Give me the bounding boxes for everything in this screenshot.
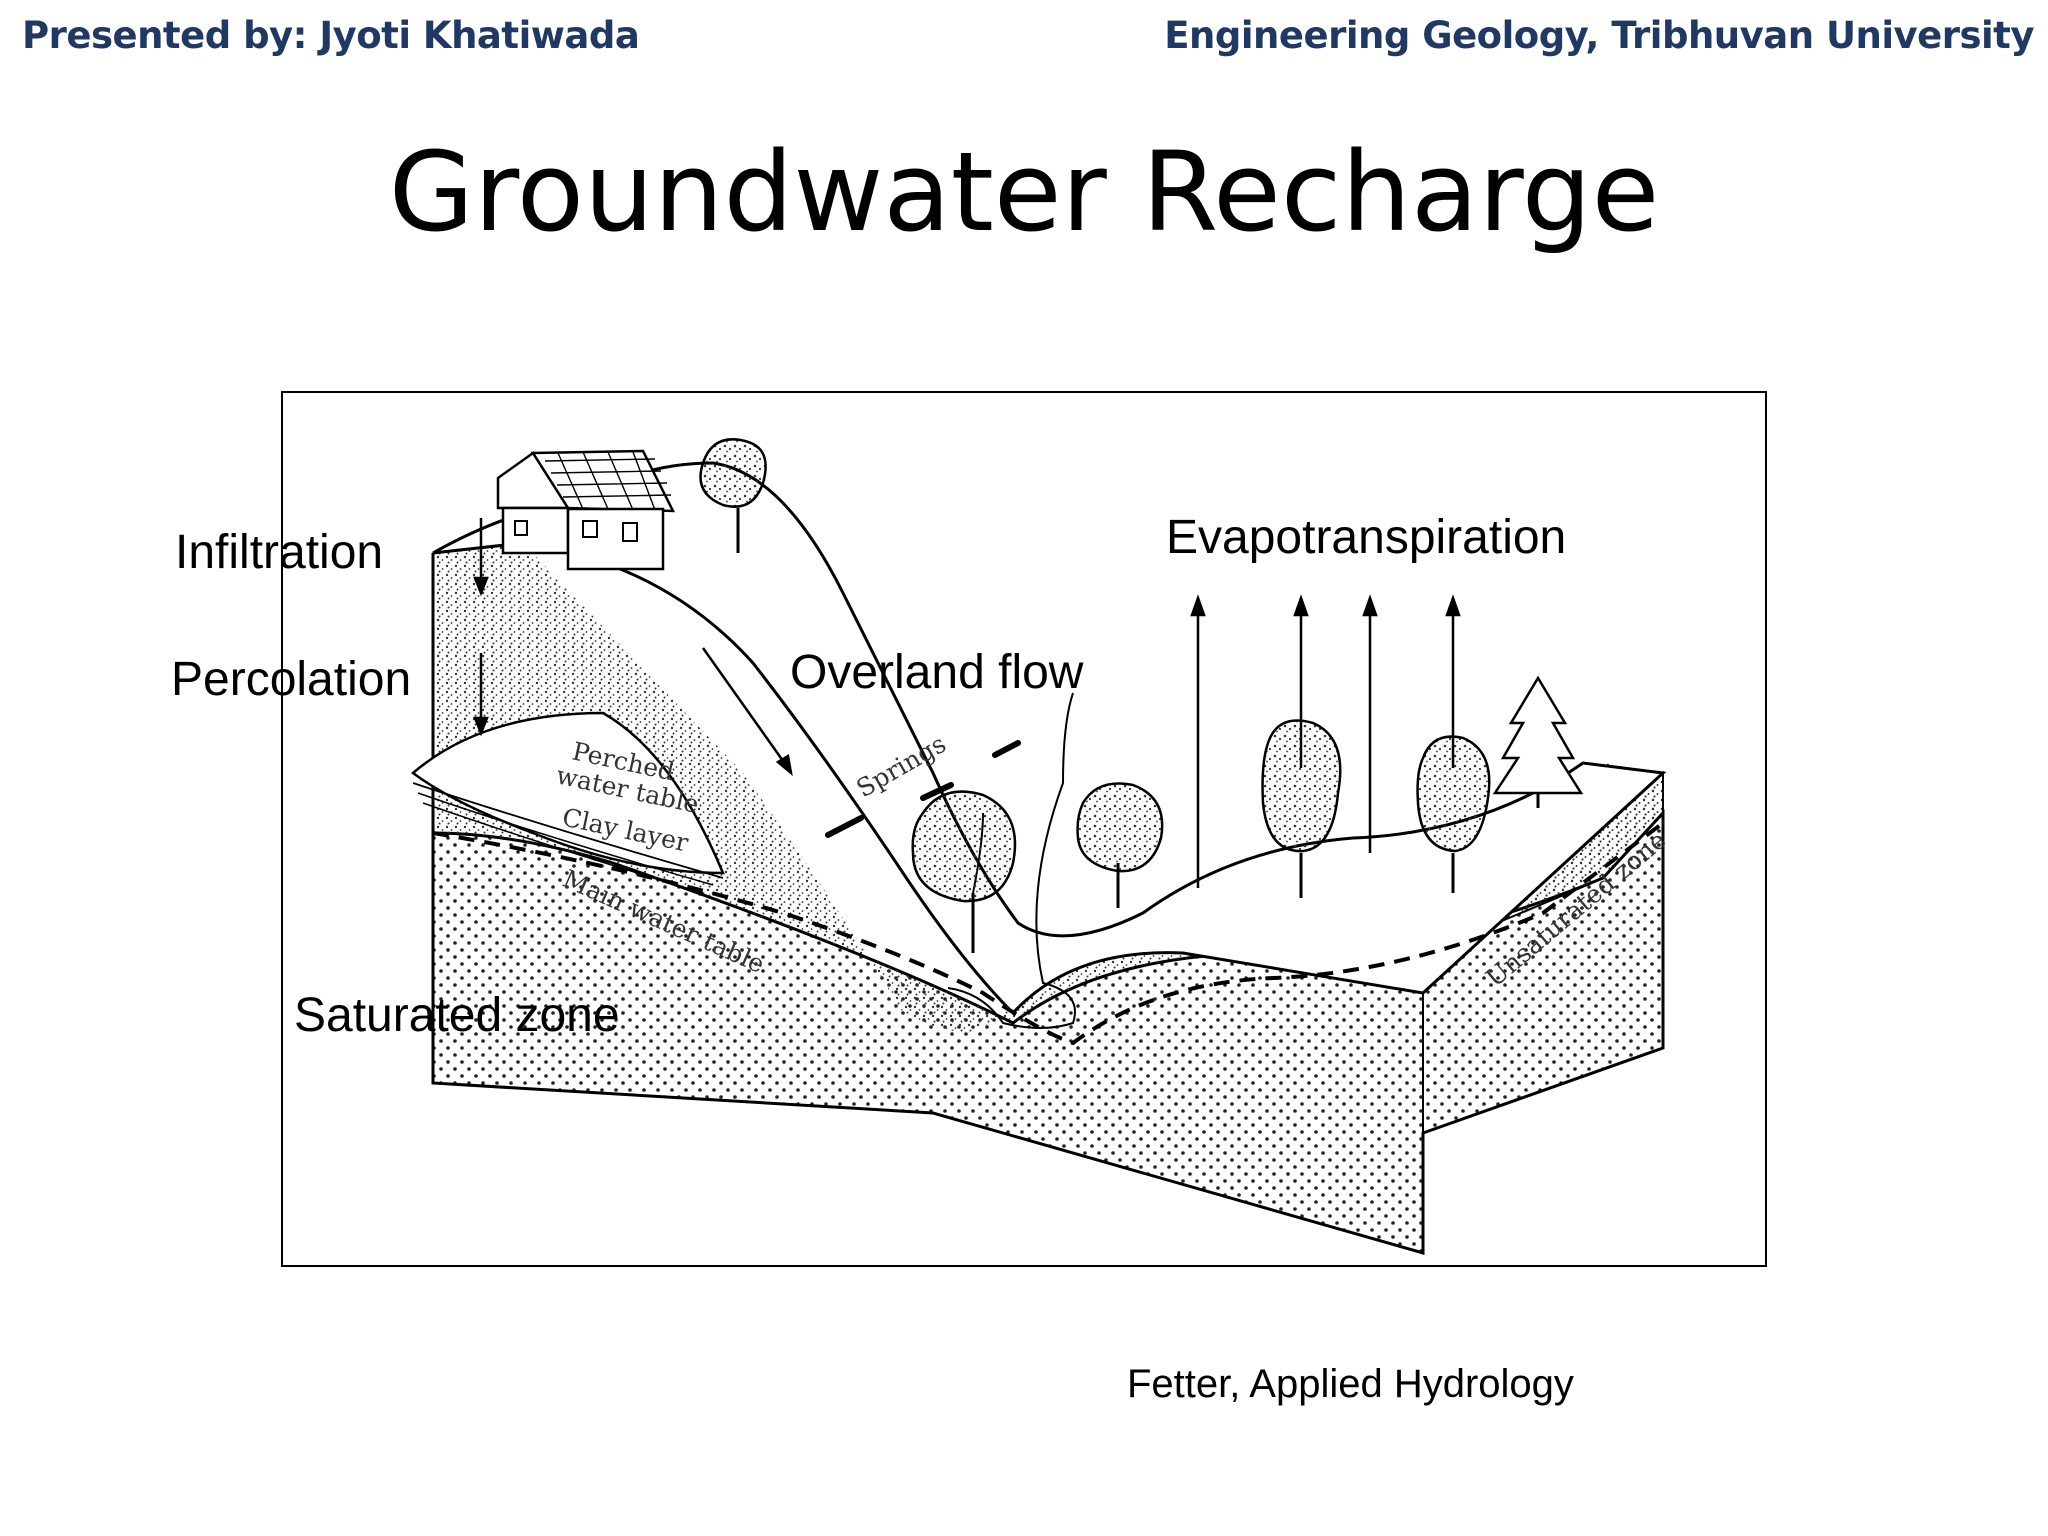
saturated-zone-label: Saturated zone [294, 989, 620, 1042]
stream-channel [947, 692, 1076, 1029]
overland-flow-label: Overland flow [790, 646, 1084, 699]
evapotranspiration-label: Evapotranspiration [1166, 511, 1567, 564]
springs-marks [825, 740, 1021, 838]
block-diagram-svg: Perched water table Clay layer Springs M… [411, 438, 1672, 1255]
tree-conifer [1492, 675, 1584, 808]
tree-valley-1 [1261, 719, 1342, 898]
presenter-header: Presented by: Jyoti Khatiwada [22, 14, 640, 57]
affiliation-header: Engineering Geology, Tribhuvan Universit… [1164, 14, 2034, 57]
slide-title: Groundwater Recharge [388, 128, 1660, 256]
figure-credit: Fetter, Applied Hydrology [1127, 1362, 1574, 1406]
tree-hilltop [699, 438, 767, 553]
main-water-table-line [432, 821, 1665, 1046]
block-diagram-figure: Perched water table Clay layer Springs M… [281, 391, 1767, 1267]
tree-slope-1 [911, 790, 1017, 953]
process-arrows [473, 518, 1461, 888]
clay-layer-lens [411, 711, 725, 894]
percolation-label: Percolation [171, 653, 412, 706]
infiltration-label: Infiltration [175, 526, 384, 579]
tree-valley-2 [1416, 735, 1491, 893]
house-illustration [496, 449, 676, 571]
tree-slope-2 [1076, 782, 1164, 908]
